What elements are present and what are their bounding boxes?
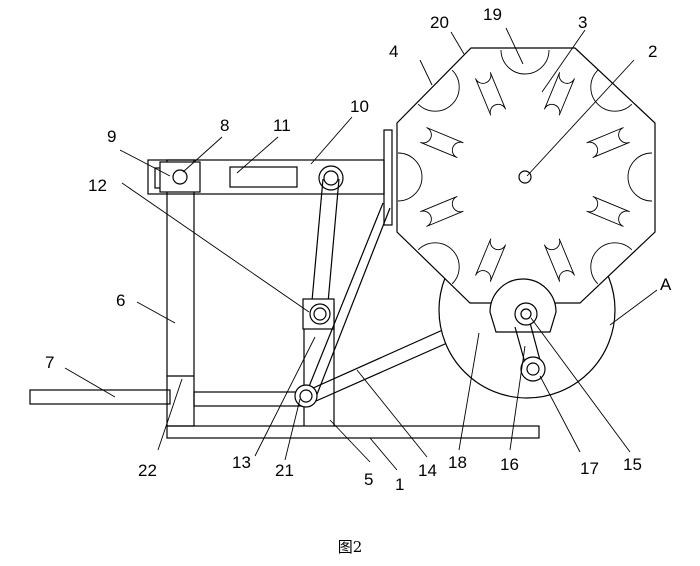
leader-4 [419, 59, 433, 86]
upper-link-left [310, 178, 324, 313]
wheel-notch [397, 152, 423, 202]
leader-13 [254, 336, 316, 457]
left-upright [166, 159, 195, 427]
pivot-17-inner [526, 362, 540, 376]
callout-labels: 9 8 11 10 12 6 7 22 13 21 5 1 14 18 16 1… [45, 5, 672, 494]
label-4: 4 [389, 42, 398, 61]
leader-7 [64, 367, 116, 398]
leader-16 [509, 345, 526, 451]
label-1: 1 [395, 475, 404, 494]
wheel-slot [475, 72, 507, 116]
drive-crank [489, 278, 557, 382]
leader-17 [539, 375, 581, 453]
center-shaft-2 [518, 170, 532, 184]
label-7: 7 [45, 353, 54, 372]
pivot-15-outer [514, 302, 538, 326]
wheel-notch [590, 69, 633, 112]
label-12: 12 [88, 176, 107, 195]
leader-22 [157, 378, 183, 451]
bottom-rail [193, 391, 305, 407]
pivot-17-outer [520, 356, 546, 382]
slot-11 [229, 166, 298, 188]
top-rail [147, 129, 393, 226]
mount-plate [383, 129, 393, 226]
pivot-15-inner [520, 308, 532, 320]
wheel-notch [590, 242, 633, 285]
pivot-12-outer [309, 303, 331, 325]
slot-group [420, 72, 630, 282]
label-11: 11 [273, 116, 291, 135]
pivot-10-inner [323, 170, 339, 186]
connecting-rod-top [301, 319, 466, 394]
wheel-slot [586, 127, 630, 159]
label-21: 21 [275, 461, 294, 480]
label-19: 19 [483, 5, 502, 24]
wheel-slot [543, 72, 575, 116]
label-6: 6 [116, 291, 125, 310]
label-2: 2 [648, 42, 657, 61]
label-15: 15 [623, 455, 642, 474]
label-22: 22 [138, 461, 157, 480]
leader-1 [369, 437, 398, 471]
label-a: A [660, 275, 672, 294]
label-18: 18 [448, 453, 467, 472]
leader-2 [526, 59, 635, 177]
leader-19 [505, 27, 524, 65]
label-17: 17 [580, 459, 599, 478]
wheel-notch [417, 242, 460, 285]
wheel-slot [420, 127, 464, 159]
pivot-8 [172, 169, 188, 185]
leader-20 [450, 31, 465, 55]
label-9: 9 [107, 127, 116, 146]
wheel-slot [586, 195, 630, 227]
leader-3 [541, 29, 586, 93]
leader-9 [119, 149, 171, 177]
leader-a [609, 289, 658, 326]
leader-14 [356, 369, 428, 458]
slider-block [302, 298, 335, 330]
leader-5 [329, 419, 371, 463]
crank-arm-right [528, 318, 542, 365]
pivot-21-outer [294, 384, 318, 408]
leader-8 [182, 136, 223, 173]
leader-15 [530, 317, 631, 453]
pivot-12-inner [313, 307, 327, 321]
label-10: 10 [350, 97, 369, 116]
wheel-notch [500, 49, 550, 75]
label-5: 5 [364, 470, 373, 489]
leader-10 [310, 116, 353, 165]
slide-block [159, 161, 201, 193]
label-16: 16 [500, 455, 519, 474]
wheel-slot [543, 238, 575, 282]
wheel-notch [417, 69, 460, 112]
leader-6 [136, 301, 176, 324]
handle-bar [29, 389, 171, 405]
wheel-slot [475, 238, 507, 282]
rocker-arm-right [313, 207, 391, 403]
leader-18 [458, 332, 480, 451]
label-3: 3 [578, 13, 587, 32]
figure-caption: 图2 [338, 538, 363, 556]
octagon-wheel [396, 47, 656, 305]
pivot-10-outer [318, 165, 344, 191]
wheel-notch [627, 152, 653, 202]
label-8: 8 [220, 116, 229, 135]
base-plate [166, 425, 540, 439]
label-20: 20 [430, 13, 449, 32]
wheel-slot [420, 195, 464, 227]
leader-11 [236, 136, 279, 174]
label-13: 13 [232, 453, 251, 472]
connecting-rod-bottom [306, 331, 473, 406]
leader-lines [64, 27, 658, 471]
label-14: 14 [418, 461, 437, 480]
leader-12 [121, 182, 310, 313]
rocker-arm-left [305, 202, 384, 395]
upper-link-right [326, 178, 340, 315]
pivot-21-inner [299, 389, 313, 403]
leader-21 [284, 398, 301, 461]
